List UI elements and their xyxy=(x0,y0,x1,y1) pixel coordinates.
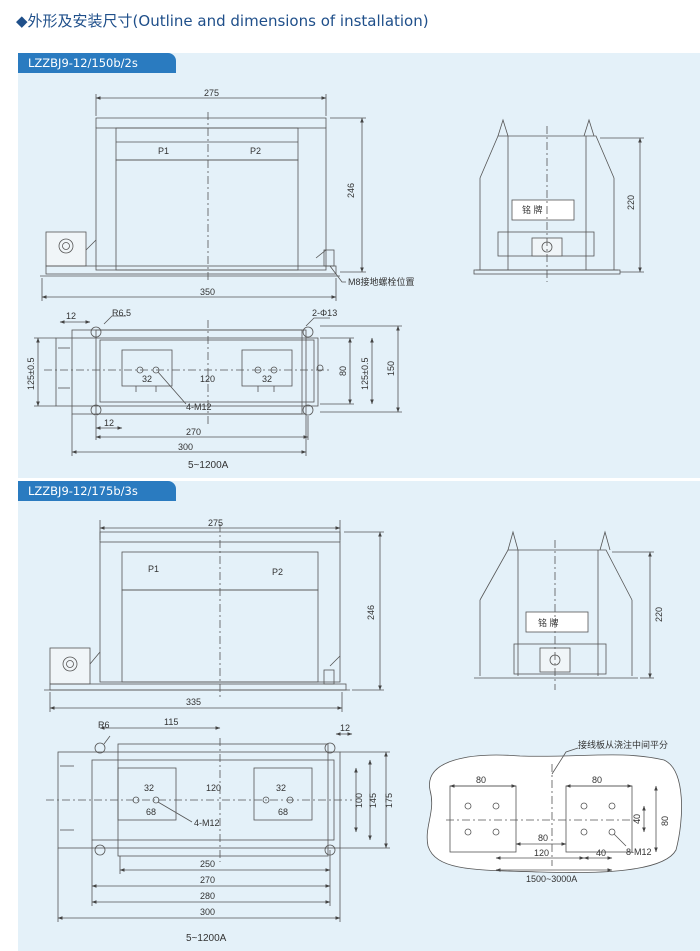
m2-dim-270-label: 270 xyxy=(200,875,215,885)
m1-dim-150-label: 150 xyxy=(386,361,396,376)
m2-dim-100-label: 100 xyxy=(354,793,364,808)
m2-terminal-80v-label: 80 xyxy=(660,816,670,826)
m2-dim-68b-label: 68 xyxy=(278,807,288,817)
m1-dim-125b-label: 125±0.5 xyxy=(360,358,370,390)
m2-dim-250-label: 250 xyxy=(200,859,215,869)
m2-dim-32b-label: 32 xyxy=(276,783,286,793)
m2-dim-68a-label: 68 xyxy=(146,807,156,817)
m2-terminal-80b-label: 80 xyxy=(592,775,602,785)
m2-p1-label: P1 xyxy=(148,564,159,574)
m2-dim-12-label: 12 xyxy=(340,723,350,733)
m1-dim-80-label: 80 xyxy=(338,366,348,376)
model-1-side-view xyxy=(473,118,621,282)
m1-nameplate-label: 铭 牌 xyxy=(522,204,543,215)
m1-holes-label: 2-Φ13 xyxy=(312,308,337,318)
model-1-front-view xyxy=(40,112,340,282)
m2-range-label: 5~1200A xyxy=(186,933,227,944)
m2-dim-300-label: 300 xyxy=(200,907,215,917)
page-title: ◆外形及安装尺寸(Outline and dimensions of insta… xyxy=(16,12,429,30)
m2-dim-120-label: 120 xyxy=(206,783,221,793)
m1-p2-label: P2 xyxy=(250,146,261,156)
m1-dim-base-label: 350 xyxy=(200,287,215,297)
m2-dim-280-label: 280 xyxy=(200,891,215,901)
m1-dim-top-label: 275 xyxy=(204,88,219,98)
m2-p2-label: P2 xyxy=(272,567,283,577)
m1-dim-300-label: 300 xyxy=(178,442,193,452)
model-2-front-view xyxy=(44,524,350,698)
m1-radius-label: R6.5 xyxy=(112,308,131,318)
m2-dim-145-label: 145 xyxy=(368,793,378,808)
m2-terminal-m12-label: 8-M12 xyxy=(626,847,652,857)
m2-dim-height-label: 246 xyxy=(366,605,376,620)
m1-dim-125a-label: 125±0.5 xyxy=(26,358,36,390)
m1-dim-12a-label: 12 xyxy=(66,311,76,321)
m2-dim-115-label: 115 xyxy=(164,717,178,727)
m1-dim-32a-label: 32 xyxy=(142,374,152,384)
m2-dim-175-label: 175 xyxy=(384,793,394,808)
model-2-tab: LZZBJ9-12/175b/3s xyxy=(18,481,176,501)
m1-dim-12b-label: 12 xyxy=(104,418,114,428)
m2-terminal-80a-label: 80 xyxy=(476,775,486,785)
m2-radius-label: R6 xyxy=(98,720,110,730)
m2-terminal-40b-label: 40 xyxy=(632,814,642,824)
m2-dim-top-label: 275 xyxy=(208,518,223,528)
m2-nameplate-label: 铭 牌 xyxy=(538,617,559,628)
m1-p1-label: P1 xyxy=(158,146,169,156)
m2-side-height-label: 220 xyxy=(654,607,664,622)
m1-dim-270-label: 270 xyxy=(186,427,201,437)
m1-ground-note: M8接地螺栓位置 xyxy=(348,276,415,287)
m2-terminal-40a-label: 40 xyxy=(596,848,606,858)
model-2-plan-view xyxy=(46,738,352,862)
m2-terminal-range-label: 1500~3000A xyxy=(526,874,577,884)
m2-dim-32a-label: 32 xyxy=(144,783,154,793)
m2-terminal-note: 接线板从浇注中间平分 xyxy=(578,739,668,750)
model-1-plan-view xyxy=(44,320,330,424)
m1-dim-height-label: 246 xyxy=(346,183,356,198)
model-1-tab: LZZBJ9-12/150b/2s xyxy=(18,53,176,73)
m2-terminal-80c-label: 80 xyxy=(538,833,548,843)
m1-side-height-label: 220 xyxy=(626,195,636,210)
m1-m12-label: 4-M12 xyxy=(186,402,212,412)
m2-m12-label: 4-M12 xyxy=(194,818,220,828)
m2-dim-base-label: 335 xyxy=(186,697,201,707)
model-2-side-view xyxy=(474,530,638,690)
m1-dim-120-label: 120 xyxy=(200,374,215,384)
m1-dim-32b-label: 32 xyxy=(262,374,272,384)
m1-range-label: 5~1200A xyxy=(188,460,229,471)
m2-terminal-120-label: 120 xyxy=(534,848,549,858)
